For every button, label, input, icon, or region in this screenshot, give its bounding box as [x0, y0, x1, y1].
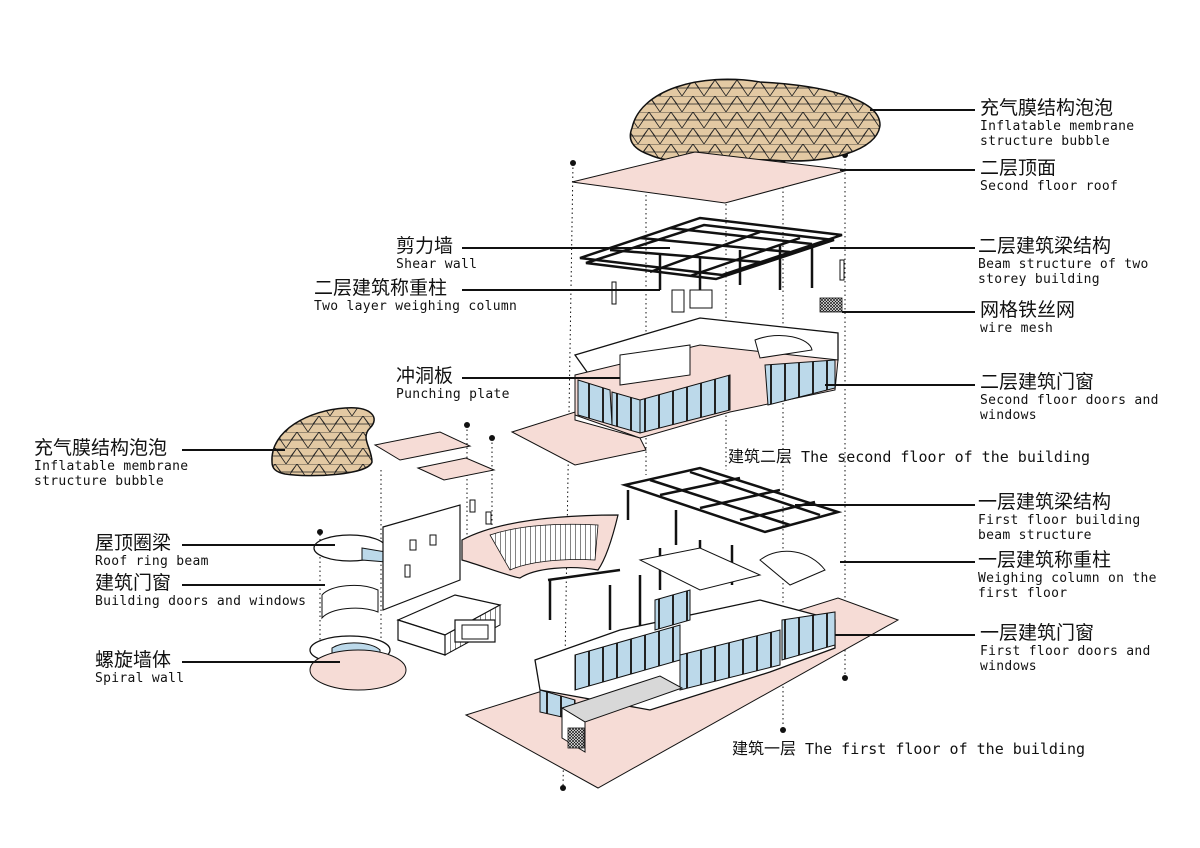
label-two-layer-column: 二层建筑称重柱 Two layer weighing column [314, 277, 518, 315]
caption-second-floor: 建筑二层 The second floor of the building [728, 443, 1090, 467]
left-small-plate [416, 457, 496, 481]
caption-first-floor: 建筑一层 The first floor of the building [732, 735, 1085, 759]
label-zh: 充气膜结构泡泡 [34, 437, 168, 459]
caption-en: The second floor of the building [801, 448, 1091, 466]
second-floor-beams [579, 216, 843, 300]
label-zh: 一层建筑门窗 [980, 622, 1095, 644]
label-en: First floor building [978, 512, 1141, 528]
label-en: windows [980, 407, 1037, 423]
label-zh: 二层建筑梁结构 [978, 235, 1112, 257]
label-zh: 剪力墙 [396, 235, 454, 257]
label-zh: 二层建筑门窗 [980, 371, 1095, 393]
label-first-floor-beams: 一层建筑梁结构 First floor building beam struct… [978, 491, 1141, 544]
label-en: Roof ring beam [95, 553, 209, 569]
label-en: First floor doors and [980, 643, 1151, 659]
label-en: storey building [978, 271, 1100, 287]
label-en: first floor [978, 585, 1068, 601]
label-second-floor-doors: 二层建筑门窗 Second floor doors and windows [980, 371, 1159, 424]
caption-zh: 建筑一层 [732, 739, 797, 758]
label-first-floor-column: 一层建筑称重柱 Weighing column on the first flo… [978, 549, 1157, 602]
label-zh: 屋顶圈梁 [95, 532, 172, 554]
label-roof-ring-beam: 屋顶圈梁 Roof ring beam [95, 532, 209, 570]
second-floor-volume [573, 317, 839, 439]
label-en: Beam structure of two [978, 256, 1149, 272]
first-floor-beams [547, 466, 843, 640]
first-floor-volume [464, 547, 900, 789]
label-spiral-wall: 螺旋墙体 Spiral wall [95, 649, 185, 687]
label-en: Building doors and windows [95, 593, 307, 609]
label-en: structure bubble [34, 473, 165, 489]
label-second-floor-beams: 二层建筑梁结构 Beam structure of two storey bui… [978, 235, 1149, 288]
inflatable-bubble-top [629, 78, 881, 163]
label-en: Second floor roof [980, 178, 1119, 194]
label-zh: 二层顶面 [980, 157, 1057, 179]
label-en: Two layer weighing column [314, 298, 518, 314]
shear-walls [611, 259, 845, 313]
label-en: Inflatable membrane [34, 458, 189, 474]
label-en: Weighing column on the [978, 570, 1157, 586]
leader-lines [182, 109, 975, 663]
left-annex [382, 499, 502, 656]
label-en: structure bubble [980, 133, 1111, 149]
label-zh: 充气膜结构泡泡 [980, 97, 1114, 119]
caption-en: The first floor of the building [805, 740, 1086, 758]
label-bubble-left: 充气膜结构泡泡 Inflatable membrane structure bu… [34, 437, 189, 490]
label-second-floor-roof: 二层顶面 Second floor roof [980, 157, 1119, 195]
label-en: Punching plate [396, 386, 510, 402]
label-shear-wall: 剪力墙 Shear wall [396, 235, 478, 273]
second-floor-slab [510, 411, 647, 466]
curved-canopy [461, 514, 619, 579]
label-building-doors: 建筑门窗 Building doors and windows [95, 572, 307, 610]
label-first-floor-doors: 一层建筑门窗 First floor doors and windows [980, 622, 1151, 675]
label-zh: 冲洞板 [396, 365, 454, 387]
label-zh: 建筑门窗 [95, 572, 172, 594]
inflatable-bubble-left [271, 407, 375, 477]
label-en: Spiral wall [95, 670, 185, 686]
label-punching-plate: 冲洞板 Punching plate [396, 365, 510, 403]
label-zh: 一层建筑称重柱 [978, 549, 1112, 571]
label-zh: 螺旋墙体 [95, 649, 172, 671]
wire-mesh-panel [819, 297, 843, 313]
label-zh: 一层建筑梁结构 [978, 491, 1112, 513]
label-zh: 二层建筑称重柱 [314, 277, 448, 299]
label-en: wire mesh [980, 320, 1054, 336]
label-en: windows [980, 658, 1037, 674]
label-bubble-top: 充气膜结构泡泡 Inflatable membrane structure bu… [980, 97, 1135, 150]
label-en: Inflatable membrane [980, 118, 1135, 134]
label-zh: 网格铁丝网 [980, 299, 1076, 321]
label-en: beam structure [978, 527, 1092, 543]
left-roof-plate [373, 431, 472, 461]
caption-zh: 建筑二层 [728, 447, 793, 466]
left-cylinder [309, 534, 407, 691]
label-en: Second floor doors and [980, 392, 1159, 408]
label-wire-mesh: 网格铁丝网 wire mesh [980, 299, 1076, 337]
label-en: Shear wall [396, 256, 478, 272]
